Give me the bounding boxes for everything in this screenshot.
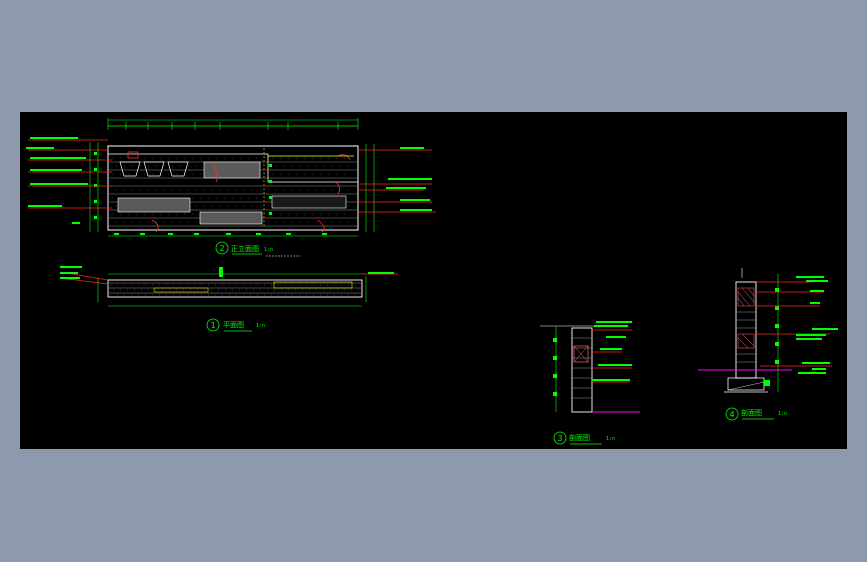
front-elevation-number: 2 <box>220 244 225 253</box>
plan-scale: 1:n <box>256 323 265 329</box>
front-elevation-scale: 1:n <box>264 247 273 253</box>
front-elevation-drawing: 2 正立面图 1:n <box>26 118 436 257</box>
section-b-drawing: 4 剖面图 1:n <box>698 268 838 421</box>
plan-drawing: 1 平面图 1:n <box>59 266 398 332</box>
cad-drawing: 2 正立面图 1:n <box>26 118 838 445</box>
front-elevation-title: 正立面图 <box>231 244 259 253</box>
section-a-title: 剖面图 <box>569 433 590 442</box>
section-a-number: 3 <box>558 434 563 443</box>
plan-title: 平面图 <box>223 321 244 329</box>
section-b-scale: 1:n <box>778 411 787 417</box>
drawing-canvas[interactable]: 2 正立面图 1:n <box>20 112 847 449</box>
plan-number: 1 <box>211 321 216 330</box>
section-a-scale: 1:n <box>606 436 615 442</box>
section-a-drawing: 3 剖面图 1:n <box>540 321 640 445</box>
section-b-title: 剖面图 <box>741 408 762 417</box>
section-b-number: 4 <box>730 410 735 419</box>
